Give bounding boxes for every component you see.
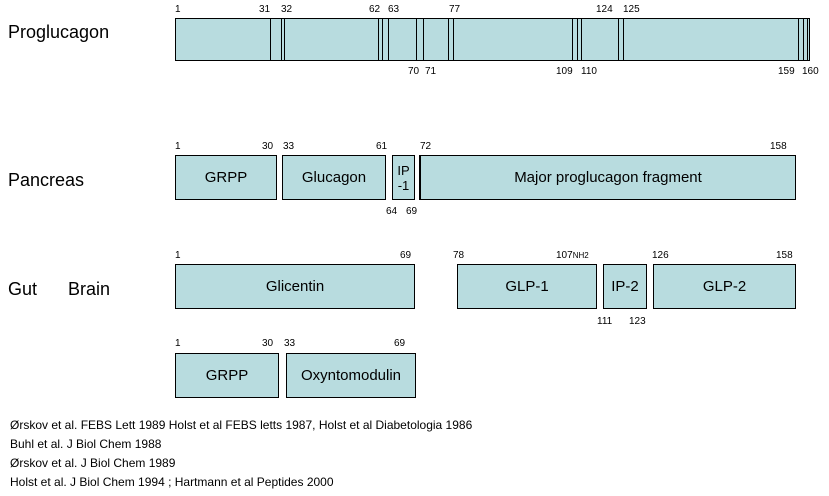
pg-num: 159 — [778, 66, 795, 77]
pancreas-num: 69 — [406, 206, 418, 217]
pg-num: 160 — [802, 66, 819, 77]
oxyntomodulin-label: Oxyntomodulin — [300, 367, 402, 384]
gut-num: 111 — [597, 316, 613, 327]
pg-num: 1 — [175, 4, 181, 15]
pancreas-separator — [419, 155, 420, 200]
pancreas-num: 158 — [770, 141, 787, 152]
pg-num: 63 — [388, 4, 400, 15]
gut-num: 1 — [175, 250, 181, 261]
reference-line: Buhl et al. J Biol Chem 1988 — [10, 437, 162, 451]
gut-num: 123 — [629, 316, 646, 327]
glicentin-label: Glicentin — [265, 278, 325, 295]
pancreas-num: 1 — [175, 141, 181, 152]
reference-line: Ørskov et al. J Biol Chem 1989 — [10, 456, 176, 470]
divider-77 — [448, 18, 449, 61]
major-fragment-box: Major proglucagon fragment — [420, 155, 796, 200]
glp2-label: GLP-2 — [702, 278, 747, 295]
pg-num: 110 — [581, 66, 597, 77]
nh2-label: NH2 — [572, 251, 589, 260]
divider-125 — [623, 18, 624, 61]
gut-num: 107NH2 — [556, 250, 589, 262]
ip1-box: IP -1 — [392, 155, 415, 200]
pg-num: 77 — [449, 4, 461, 15]
glicentin-box: Glicentin — [175, 264, 415, 309]
divider-110b — [581, 18, 582, 61]
glucagon-label: Glucagon — [301, 169, 367, 186]
major-fragment-label: Major proglucagon fragment — [514, 169, 702, 186]
divider-32b — [284, 18, 285, 61]
pg-num: 31 — [259, 4, 271, 15]
divider-160 — [803, 18, 804, 61]
ip2-label: IP-2 — [611, 278, 639, 295]
pg-num: 124 — [596, 4, 613, 15]
row-label-brain: Brain — [68, 279, 111, 299]
pg-num: 32 — [281, 4, 293, 15]
proglucagon-bar — [175, 18, 810, 61]
pancreas-num: 30 — [262, 141, 274, 152]
row-label-gut: Gut — [8, 279, 38, 299]
ip1-label-line2: -1 — [397, 177, 410, 193]
divider-110 — [577, 18, 578, 61]
pg-num: 125 — [623, 4, 640, 15]
oxyntomodulin-box: Oxyntomodulin — [286, 353, 416, 398]
divider-31 — [270, 18, 271, 61]
divider-63 — [388, 18, 389, 61]
reference-line: Holst et al. J Biol Chem 1994 ; Hartmann… — [10, 475, 334, 489]
pg-num: 109 — [556, 66, 573, 77]
oxm-grpp-label: GRPP — [205, 367, 249, 384]
pancreas-num: 64 — [386, 206, 398, 217]
divider-62 — [378, 18, 379, 61]
gut-num: 69 — [400, 250, 412, 261]
oxm-grpp-box: GRPP — [175, 353, 279, 398]
oxm-num: 1 — [175, 338, 181, 349]
oxm-num: 69 — [394, 338, 406, 349]
divider-70 — [416, 18, 417, 61]
ip1-label-line1: IP — [397, 162, 410, 178]
divider-32 — [281, 18, 282, 61]
divider-124 — [618, 18, 619, 61]
pg-num: 71 — [425, 66, 437, 77]
glp1-label: GLP-1 — [505, 278, 549, 295]
gut-num: 158 — [776, 250, 793, 261]
reference-line: Ørskov et al. FEBS Lett 1989 Holst et al… — [10, 418, 473, 432]
oxm-num: 33 — [284, 338, 296, 349]
row-label-proglucagon: Proglucagon — [8, 22, 110, 42]
gut-num-107: 107 — [556, 250, 573, 261]
oxm-num: 30 — [262, 338, 274, 349]
divider-71 — [423, 18, 424, 61]
divider-160b — [807, 18, 808, 61]
pg-num: 70 — [408, 66, 420, 77]
glucagon-box: Glucagon — [282, 155, 386, 200]
glp2-box: GLP-2 — [653, 264, 796, 309]
gut-num: 78 — [453, 250, 465, 261]
glp1-box: GLP-1 — [457, 264, 597, 309]
divider-62b — [382, 18, 383, 61]
pancreas-num: 72 — [420, 141, 432, 152]
divider-77b — [453, 18, 454, 61]
row-label-pancreas: Pancreas — [8, 170, 85, 190]
pg-num: 62 — [369, 4, 381, 15]
divider-109 — [572, 18, 573, 61]
divider-159 — [798, 18, 799, 61]
grpp-label: GRPP — [204, 169, 248, 186]
pancreas-num: 33 — [283, 141, 295, 152]
grpp-box: GRPP — [175, 155, 277, 200]
ip2-box: IP-2 — [603, 264, 647, 309]
gut-num: 126 — [652, 250, 669, 261]
pancreas-num: 61 — [376, 141, 388, 152]
